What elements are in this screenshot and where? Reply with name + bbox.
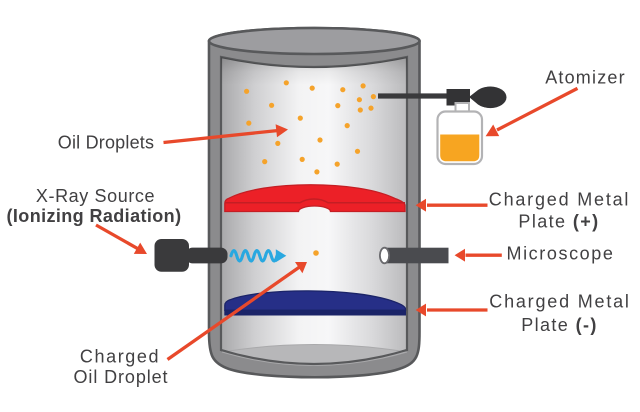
svg-text:Atomizer: Atomizer xyxy=(545,68,626,88)
svg-text:Oil Droplets: Oil Droplets xyxy=(58,133,154,153)
svg-text:Microscope: Microscope xyxy=(506,244,614,264)
svg-text:Oil Droplet: Oil Droplet xyxy=(74,367,169,387)
svg-text:X-Ray Source: X-Ray Source xyxy=(36,186,155,206)
svg-text:(Ionizing Radiation): (Ionizing Radiation) xyxy=(7,206,182,226)
svg-text:Plate (-): Plate (-) xyxy=(521,315,598,335)
svg-text:Plate (+): Plate (+) xyxy=(518,212,599,232)
svg-text:Charged: Charged xyxy=(80,346,160,366)
svg-text:Charged Metal: Charged Metal xyxy=(489,190,630,210)
svg-text:Charged Metal: Charged Metal xyxy=(489,292,630,312)
